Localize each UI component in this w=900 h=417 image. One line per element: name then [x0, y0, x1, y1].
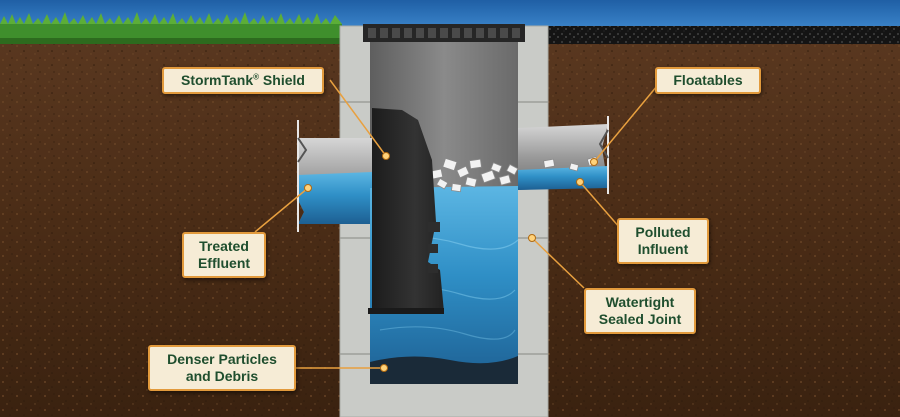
leader-lines: [254, 79, 663, 369]
leader-dots: [304, 152, 598, 372]
callout-polluted-influent: Polluted Influent: [617, 218, 709, 264]
callout-denser-particles-line1: Denser Particles: [167, 351, 277, 367]
callout-watertight-joint-line1: Watertight: [605, 294, 675, 310]
sediment-layer: [370, 356, 518, 384]
stormtank-name: StormTank: [181, 72, 254, 88]
callout-treated-effluent-line2: Effluent: [197, 255, 251, 271]
callout-watertight-joint: Watertight Sealed Joint: [584, 288, 696, 334]
callout-stormtank-shield-text: StormTank® Shield: [181, 72, 305, 89]
registered-mark: ®: [253, 72, 260, 82]
outlet-pipe: [297, 120, 372, 232]
stormtank-shield: [368, 108, 444, 314]
callout-polluted-influent-line1: Polluted: [635, 224, 691, 240]
callout-watertight-joint-line2: Sealed Joint: [598, 311, 682, 327]
callout-stormtank-shield: StormTank® Shield: [162, 67, 324, 94]
callout-denser-particles: Denser Particles and Debris: [148, 345, 296, 391]
callout-floatables: Floatables: [655, 67, 761, 94]
callout-polluted-influent-line2: Influent: [637, 241, 689, 257]
stormtank-suffix: Shield: [259, 72, 305, 88]
callout-treated-effluent-line1: Treated: [199, 238, 249, 254]
asphalt-surface: [546, 26, 900, 44]
inlet-pipe: [518, 116, 609, 194]
callout-treated-effluent: Treated Effluent: [182, 232, 266, 278]
grass-surface: [0, 12, 342, 44]
callout-floatables-text: Floatables: [673, 72, 743, 88]
callout-denser-particles-line2: and Debris: [185, 368, 259, 384]
